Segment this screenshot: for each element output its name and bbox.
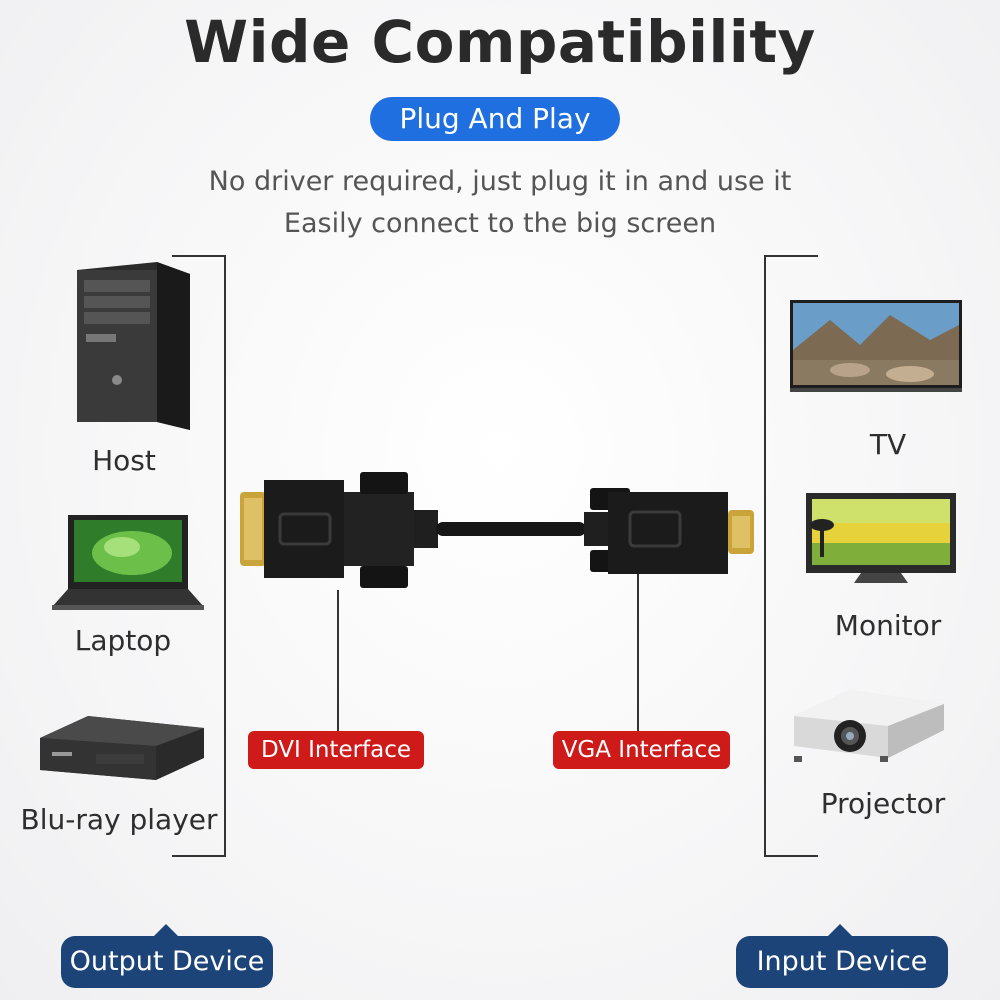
dvi-to-vga-cable-icon: [240, 462, 760, 592]
subtitle-line-1: No driver required, just plug it in and …: [208, 166, 792, 197]
device-label-laptop: Laptop: [74, 624, 172, 657]
dvi-interface-tag: DVI Interface: [248, 731, 424, 769]
plug-and-play-badge: Plug And Play: [370, 97, 620, 141]
input-pill-notch: [828, 924, 852, 936]
input-devices-bracket: [764, 255, 818, 857]
tv-icon: [790, 300, 962, 396]
device-label-monitor: Monitor: [834, 609, 942, 642]
output-devices-bracket: [172, 255, 226, 857]
vga-connector-line: [637, 574, 639, 732]
input-device-label: Input Device: [736, 936, 948, 988]
monitor-icon: [806, 493, 956, 585]
output-pill-notch: [154, 924, 178, 936]
device-label-bluray-player: Blu-ray player: [20, 803, 218, 836]
desktop-tower-icon: [72, 262, 192, 432]
laptop-icon: [52, 513, 204, 611]
device-label-projector: Projector: [820, 787, 946, 820]
dvi-connector-line: [337, 590, 339, 732]
vga-interface-tag: VGA Interface: [553, 731, 730, 769]
subtitle-line-2: Easily connect to the big screen: [283, 208, 717, 239]
output-device-label: Output Device: [61, 936, 273, 988]
bluray-player-icon: [36, 716, 206, 784]
device-label-tv: TV: [869, 428, 907, 461]
page-title: Wide Compatibility: [184, 8, 816, 76]
projector-icon: [790, 686, 946, 766]
device-label-host: Host: [92, 444, 156, 477]
